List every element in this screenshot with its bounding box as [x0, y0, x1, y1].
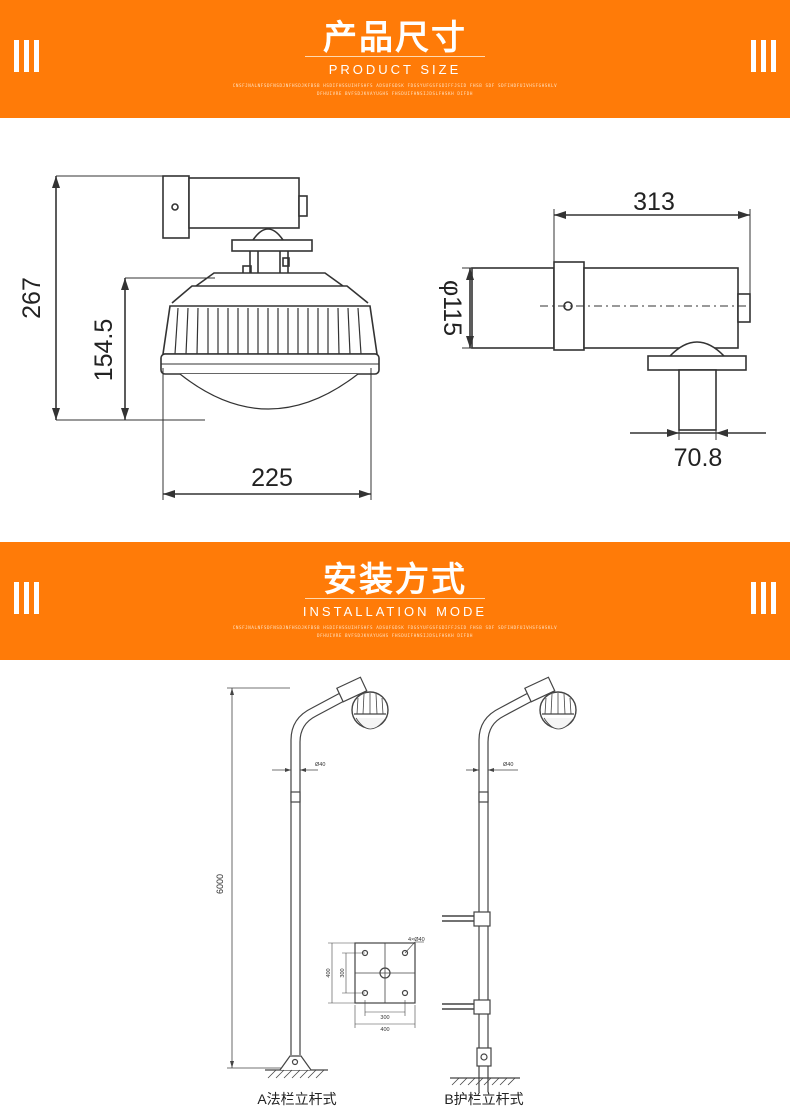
installation-mode-banner: 安装方式 INSTALLATION MODE CNSFJNALNFSDFNSDJ…	[0, 542, 790, 660]
dim-width-body: 225	[251, 464, 293, 492]
title-rule	[305, 598, 485, 599]
plate-outer-height: 400	[326, 968, 332, 977]
caption-a: A法栏立杆式	[257, 1091, 336, 1107]
installation-drawing: 6000 Ø40 Ø40 4×Ø40 400 300 300 400 A法栏立杆…	[215, 676, 577, 1107]
hole-spec: 4×Ø40	[408, 937, 425, 943]
dim-diameter: φ115	[438, 280, 466, 336]
title-rule	[305, 56, 485, 57]
decorative-fine-text: CNSFJNALNFSDFNSDJNFHSDJKFBSB HSDIFHSSUIH…	[232, 625, 558, 638]
section-title: 产品尺寸	[323, 18, 467, 58]
product-size-banner: 产品尺寸 PRODUCT SIZE CNSFJNALNFSDFNSDJNFHSD…	[0, 0, 790, 118]
plate-inner-width: 300	[380, 1015, 389, 1021]
section-subtitle: INSTALLATION MODE	[302, 604, 488, 619]
pole-diameter-a: Ø40	[315, 762, 325, 768]
dim-height-body: 154.5	[90, 319, 118, 382]
decorative-fine-text: CNSFJNALNFSDFNSDJNFHSDJKFBSB HSDIFHSSUIH…	[232, 83, 558, 96]
pole-diameter-b: Ø40	[503, 762, 513, 768]
pole-height: 6000	[215, 874, 225, 894]
dim-bracket-width: 70.8	[674, 444, 723, 472]
caption-b: B护栏立杆式	[444, 1091, 523, 1107]
dim-height-total: 267	[18, 277, 46, 319]
arm-tube	[188, 177, 300, 229]
plate-inner-height: 300	[340, 968, 346, 977]
section-subtitle: PRODUCT SIZE	[328, 62, 462, 77]
dim-arm-length: 313	[633, 188, 675, 216]
plate-outer-width: 400	[380, 1027, 389, 1033]
mount-block	[162, 175, 190, 239]
product-dimension-drawing: 267 154.5 225 313 φ115 70.8	[18, 175, 766, 500]
bars-decoration-right	[751, 582, 776, 614]
bars-decoration-right	[751, 40, 776, 72]
bars-decoration-left	[14, 40, 39, 72]
bars-decoration-left	[14, 582, 39, 614]
section-title: 安装方式	[323, 560, 467, 600]
